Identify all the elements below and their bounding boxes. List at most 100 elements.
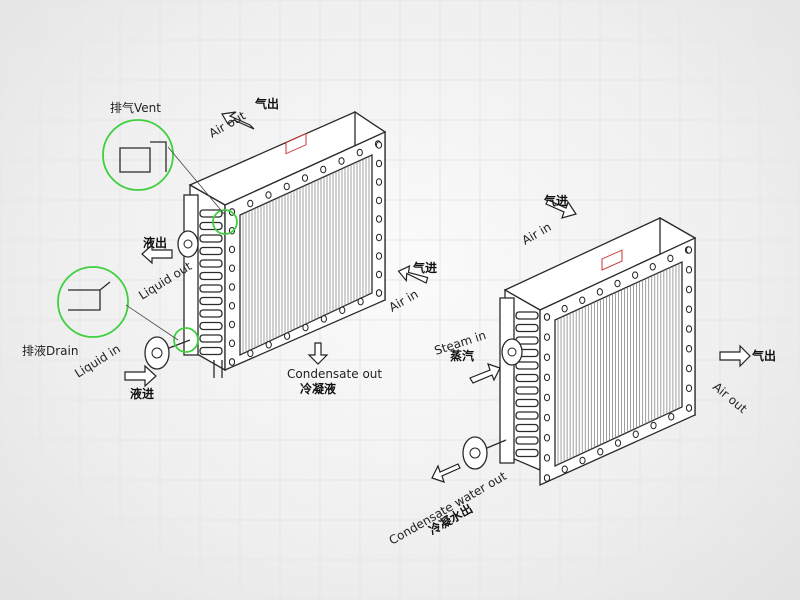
left-liquid-in-arrow [124, 364, 157, 388]
tube-stub [199, 346, 223, 356]
tube-stub [199, 259, 223, 268]
left-liquid-out-arrow [141, 243, 173, 265]
condensate-water-out-en-label: Condensate water out [387, 469, 510, 548]
liquid-out-cn-label: 液出 [143, 235, 167, 250]
bolt-hole [320, 165, 327, 174]
bolt-hole [543, 413, 551, 422]
bolt-hole [320, 315, 327, 323]
right-steam-arrow [469, 363, 501, 384]
bolt-hole [543, 474, 551, 482]
left-air-in-en-label: Air in [387, 287, 421, 315]
tube-stub [199, 209, 223, 218]
bolt-hole [228, 302, 236, 310]
bolt-hole [597, 448, 604, 456]
bolt-hole [614, 439, 622, 447]
bolt-hole [265, 341, 272, 349]
bolt-hole [685, 345, 693, 353]
left-air-out-cn-label: 气出 [254, 96, 279, 111]
bolt-hole [579, 456, 586, 465]
right-air-in-arrow [545, 199, 577, 219]
right-air-out-cn-label: 气出 [751, 348, 776, 363]
bolt-hole [356, 148, 363, 157]
bolt-hole [650, 421, 657, 430]
bolt-hole [561, 465, 568, 473]
left-air-in-cn-label: 气进 [412, 260, 437, 275]
bolt-hole [375, 270, 383, 279]
bolt-hole [579, 296, 586, 304]
bolt-hole [543, 333, 551, 341]
left-air-out-arrow [221, 111, 255, 130]
bolt-hole [685, 246, 693, 254]
bolt-hole [543, 313, 551, 321]
bolt-hole [685, 325, 693, 333]
tube-stub [199, 246, 223, 256]
bolt-hole [375, 215, 383, 223]
right-nameplate [601, 249, 623, 271]
steam-in-cn-label: 蒸汽 [450, 348, 474, 363]
right-condensate-arrow [431, 463, 461, 483]
bolt-hole [357, 297, 364, 306]
bolt-hole [265, 191, 272, 199]
right-manifold-pipe [499, 297, 515, 464]
left-nameplate [285, 133, 307, 155]
bolt-hole [668, 413, 675, 421]
tube-stub [199, 334, 223, 343]
drain-detail-circle [57, 266, 129, 338]
left-tube-stubs [199, 209, 223, 356]
tube-stub [515, 361, 539, 370]
right-air-out-arrow [719, 344, 751, 368]
vent-label: 排气Vent [110, 100, 161, 115]
bolt-hole [649, 263, 656, 271]
bolt-hole [228, 283, 236, 291]
condensate-out-cn-label: 冷凝液 [300, 381, 336, 396]
tube-stub [199, 284, 223, 293]
tube-stub [515, 373, 539, 383]
bolt-hole [228, 339, 236, 347]
tube-stub [199, 321, 223, 331]
tube-stub [199, 234, 223, 243]
vent-zoom-marker [212, 209, 238, 235]
left-air-in-arrow [397, 265, 429, 284]
right-air-out-en-label: Air out [710, 380, 750, 417]
bolt-hole [632, 271, 639, 279]
bolt-hole [228, 320, 236, 329]
bolt-hole [228, 358, 236, 366]
bolt-hole [302, 323, 309, 332]
bolt-hole [685, 384, 693, 392]
bolt-hole [338, 157, 345, 165]
drain-zoom-marker [173, 327, 199, 353]
bolt-hole [375, 178, 383, 186]
tube-stub [199, 221, 223, 231]
bolt-hole [614, 279, 621, 288]
right-heat-exchanger [431, 199, 751, 487]
tube-stub [515, 423, 539, 433]
bolt-hole [543, 454, 551, 462]
tube-stub [515, 448, 539, 458]
tube-stub [199, 296, 223, 306]
condensate-out-en-label: Condensate out [287, 367, 382, 381]
bolt-hole [667, 254, 674, 263]
bolt-hole [632, 430, 639, 438]
bolt-hole [685, 404, 693, 412]
bolt-hole [375, 141, 383, 149]
tube-stub [515, 323, 539, 333]
vent-detail-circle [102, 119, 174, 191]
bolt-hole [596, 288, 603, 296]
bolt-hole [301, 174, 309, 182]
tube-stub [199, 309, 223, 318]
bolt-hole [284, 332, 291, 340]
tube-stub [515, 386, 539, 395]
bolt-hole [228, 264, 236, 272]
right-tube-stubs [515, 311, 539, 458]
bolt-hole [543, 393, 551, 402]
bolt-hole [375, 252, 383, 260]
bolt-hole [375, 159, 383, 168]
tube-stub [515, 311, 539, 320]
bolt-hole [228, 245, 236, 254]
bolt-hole [685, 266, 693, 274]
tube-stub [515, 411, 539, 420]
tube-stub [515, 436, 539, 445]
bolt-hole [561, 304, 568, 313]
bolt-hole [543, 434, 551, 442]
